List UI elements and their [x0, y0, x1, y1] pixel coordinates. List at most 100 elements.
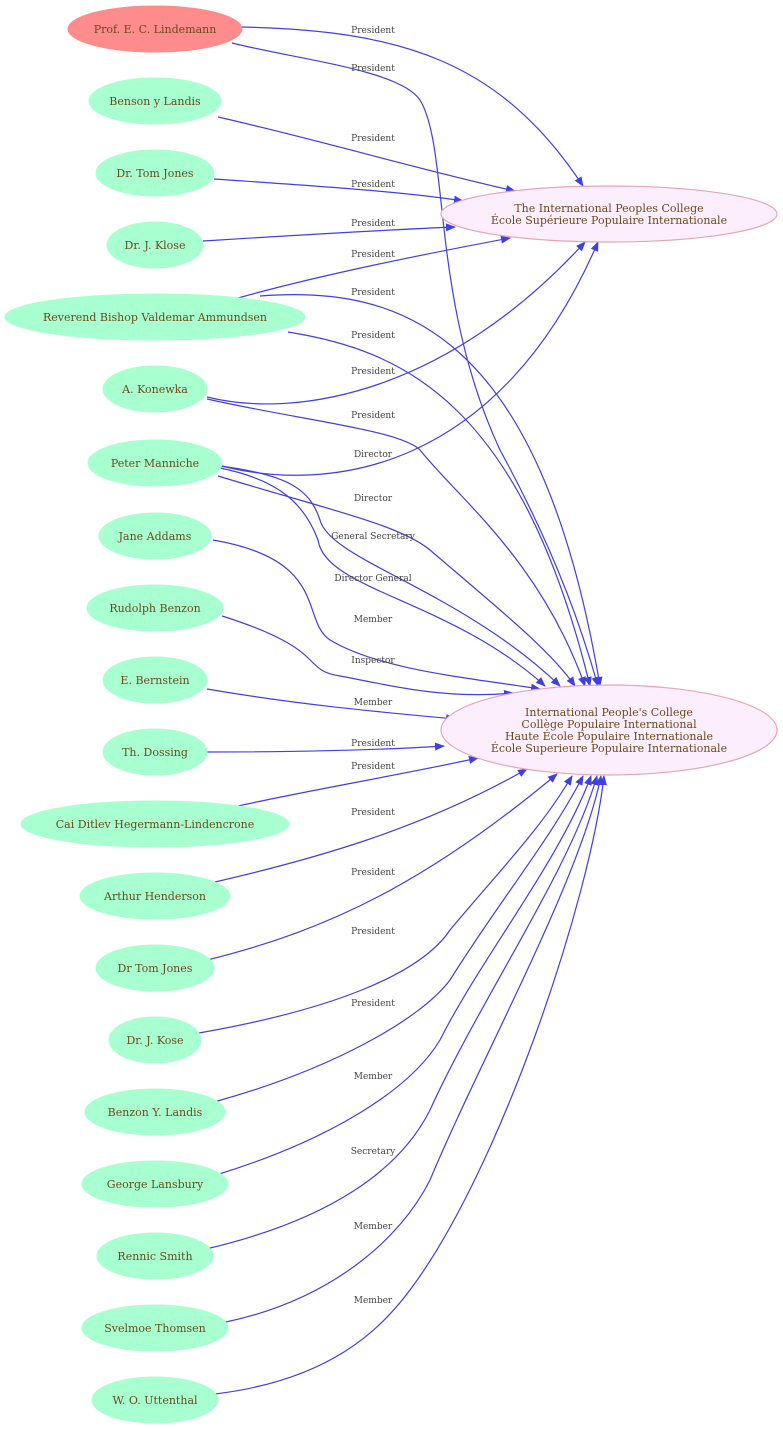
person-node[interactable]: W. O. Uttenthal	[91, 1376, 219, 1424]
edge-label-10: Director	[354, 450, 393, 460]
edge-16	[206, 688, 456, 723]
person-node-shape	[96, 1232, 214, 1280]
edge-label-18: President	[351, 762, 395, 772]
person-node[interactable]: Rennic Smith	[96, 1232, 214, 1280]
edge-label-1: President	[351, 64, 395, 74]
edge-2	[217, 116, 516, 193]
person-node-label: Peter Manniche	[111, 457, 199, 470]
person-node-shape	[87, 439, 223, 487]
person-node-label: Dr. J. Kose	[126, 1034, 183, 1047]
person-node[interactable]: Rudolph Benzon	[86, 584, 224, 632]
edge-label-2: President	[351, 134, 395, 144]
edge-label-4: President	[351, 219, 395, 229]
person-node-label: Arthur Henderson	[103, 890, 206, 903]
edge-12	[219, 465, 561, 687]
edge-label-22: President	[351, 999, 395, 1009]
person-node-shape	[95, 149, 215, 197]
edge-21	[198, 775, 573, 1034]
person-node-shape	[79, 872, 231, 920]
person-node-shape	[95, 944, 215, 992]
college-node-label-line: The International Peoples College	[514, 202, 703, 215]
edge-label-19: President	[351, 808, 395, 818]
person-node-label: Svelmoe Thomsen	[104, 1322, 206, 1335]
person-node[interactable]: Prof. E. C. Lindemann	[67, 5, 243, 53]
person-node[interactable]: Benson y Landis	[88, 77, 222, 125]
person-node[interactable]: Cai Ditlev Hegermann-Lindencrone	[20, 800, 290, 848]
edge-23	[215, 775, 592, 1176]
edge-label-15: Inspector	[351, 656, 395, 666]
person-node-shape	[102, 365, 208, 413]
person-node-shape	[67, 5, 243, 53]
person-node[interactable]: A. Konewka	[102, 365, 208, 413]
person-node-shape	[106, 221, 204, 269]
person-node-shape	[81, 1160, 229, 1208]
edge-label-20: President	[351, 868, 395, 878]
edge-11	[217, 475, 576, 687]
person-node-label: Dr. Tom Jones	[116, 167, 194, 180]
edge-24	[205, 775, 599, 1250]
edge-25	[225, 775, 604, 1323]
person-node-label: Dr. J. Klose	[125, 239, 186, 252]
person-node-shape	[20, 800, 290, 848]
edge-0	[238, 26, 584, 187]
edge-label-21: President	[351, 927, 395, 937]
person-node[interactable]: Reverend Bishop Valdemar Ammundsen	[4, 293, 306, 341]
person-node-shape	[4, 293, 306, 341]
college-node-label-line: École Superieure Populaire International…	[491, 741, 727, 755]
edge-17	[206, 742, 445, 753]
person-node-label: Jane Addams	[118, 530, 192, 543]
person-node-label: Rennic Smith	[117, 1250, 192, 1263]
person-node-shape	[102, 656, 208, 704]
person-node[interactable]: Benzon Y. Landis	[84, 1088, 226, 1136]
edge-6	[259, 293, 603, 687]
edge-4	[202, 223, 456, 242]
edge-label-25: Member	[354, 1222, 393, 1232]
person-node[interactable]: George Lansbury	[81, 1160, 229, 1208]
person-node[interactable]: Dr. Tom Jones	[95, 149, 215, 197]
college-node-shape	[440, 185, 778, 243]
person-node[interactable]: Peter Manniche	[87, 439, 223, 487]
edge-20	[206, 773, 558, 961]
edge-label-0: President	[351, 26, 395, 36]
edge-10	[217, 241, 599, 476]
edge-label-24: Secretary	[351, 1147, 396, 1157]
edges-layer	[198, 26, 607, 1395]
person-node-label: Th. Dossing	[122, 746, 188, 759]
person-node[interactable]: Arthur Henderson	[79, 872, 231, 920]
person-node[interactable]: Dr. J. Klose	[106, 221, 204, 269]
edge-label-7: President	[351, 331, 395, 341]
person-node-shape	[88, 77, 222, 125]
edge-label-11: Director	[354, 494, 393, 504]
person-node-label: A. Konewka	[121, 383, 188, 396]
person-node-shape	[108, 1016, 202, 1064]
edge-3	[213, 178, 464, 204]
edge-label-14: Member	[354, 615, 393, 625]
edge-18	[237, 756, 479, 807]
person-node[interactable]: Th. Dossing	[102, 728, 208, 776]
person-node[interactable]: Svelmoe Thomsen	[81, 1304, 229, 1352]
college-node-label-line: International People's College	[525, 706, 693, 719]
person-node[interactable]: Dr Tom Jones	[95, 944, 215, 992]
edge-label-12: General Secretary	[331, 532, 415, 542]
person-node[interactable]: Jane Addams	[98, 512, 212, 560]
edge-14	[212, 539, 541, 692]
edge-7	[287, 331, 592, 687]
edge-5	[237, 235, 511, 299]
edge-8	[206, 241, 586, 405]
edge-9	[206, 398, 586, 687]
edge-label-9: President	[351, 411, 395, 421]
person-node-label: Cai Ditlev Hegermann-Lindencrone	[56, 818, 254, 831]
person-node[interactable]: Dr. J. Kose	[108, 1016, 202, 1064]
edge-26	[214, 775, 607, 1395]
person-node[interactable]: E. Bernstein	[102, 656, 208, 704]
edge-1	[231, 42, 600, 687]
person-node-label: W. O. Uttenthal	[112, 1394, 198, 1407]
edge-label-17: President	[351, 739, 395, 749]
edge-label-8: President	[351, 367, 395, 377]
person-node-shape	[86, 584, 224, 632]
college-node-label-line: École Supérieure Populaire International…	[491, 213, 727, 227]
